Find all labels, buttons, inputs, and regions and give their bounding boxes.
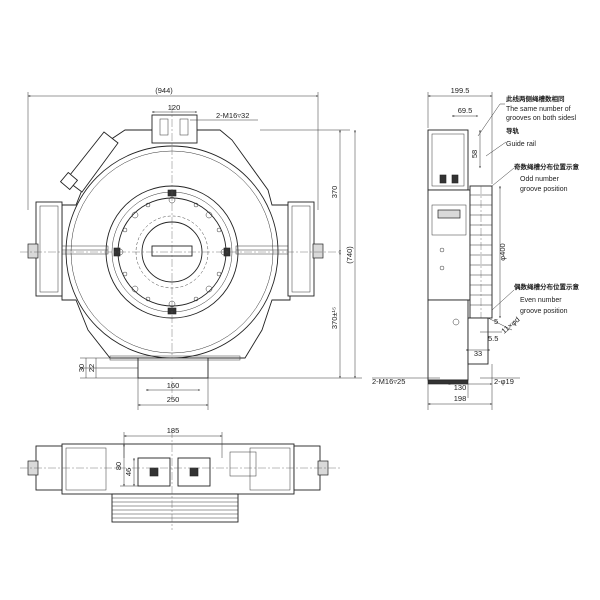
- dim-rope: 11×φd: [500, 315, 522, 336]
- dim-bolt-holes: 2-φ19: [494, 377, 514, 386]
- mount-foot: [137, 357, 209, 379]
- motor-housing: [61, 129, 291, 359]
- dim-sheave-dia: φ400: [498, 243, 507, 260]
- dim-top-width: 185: [167, 426, 180, 435]
- dim-depth-top: 199.5: [451, 86, 470, 95]
- dim-base-width: 250: [167, 395, 180, 404]
- bottom-sheave: [111, 493, 239, 523]
- dim-tapped-holes-side: 2-M16▿25: [372, 377, 405, 386]
- front-view: (944) 120 2-M16▿32 370 370±¹⁵ (740) 30 2…: [20, 86, 362, 410]
- brake-right: [235, 201, 324, 297]
- note-even-en-1: Even number: [520, 297, 562, 304]
- top-mount-block: [151, 114, 198, 144]
- brake-arm: [65, 131, 119, 193]
- bottom-view: 185 80 46: [20, 426, 340, 530]
- dim-33: 33: [474, 349, 482, 358]
- note-odd-en-2: groove position: [520, 186, 568, 193]
- dim-46: 46: [124, 468, 133, 476]
- dim-5: 5: [494, 317, 498, 326]
- dim-left-b: 22: [87, 364, 96, 372]
- note-same-grooves-cn: 此线两侧绳槽数相同: [506, 94, 565, 103]
- note-odd-cn: 奇数绳槽分布位置示意: [514, 162, 580, 171]
- note-same-grooves-en-2: grooves on both sidesl: [506, 115, 576, 122]
- dim-overall-depth: 198: [454, 394, 467, 403]
- note-odd-en-1: Odd number: [520, 176, 560, 183]
- dim-left-a: 30: [77, 364, 86, 372]
- side-view: 199.5 69.5 58 φ400 此线两侧绳槽数相同 The same nu…: [372, 86, 580, 410]
- note-even-en-2: groove position: [520, 308, 568, 315]
- dim-rail-offset: 69.5: [458, 106, 473, 115]
- dim-58: 58: [470, 150, 479, 158]
- note-guide-rail-cn: 导轨: [506, 126, 520, 135]
- side-base: [427, 299, 469, 381]
- note-guide-rail-en: Guide rail: [506, 141, 536, 148]
- dim-upper-height: 370: [330, 186, 339, 199]
- dim-overall-width: (944): [155, 86, 173, 95]
- dim-foot-width: 160: [167, 381, 180, 390]
- side-frame: [427, 189, 471, 301]
- dim-80: 80: [114, 462, 123, 470]
- dim-overall-height: (740): [345, 246, 354, 264]
- side-motor-block: [427, 129, 469, 191]
- note-same-grooves-en-1: The same number of: [506, 106, 571, 113]
- dim-5-5: 5.5: [488, 334, 498, 343]
- dim-base-depth: 130: [454, 383, 467, 392]
- dim-top-slot: 120: [168, 103, 181, 112]
- dim-tapped-holes-top: 2-M16▿32: [216, 111, 249, 120]
- brake-left: [27, 201, 109, 297]
- note-even-cn: 偶数绳槽分布位置示意: [514, 282, 580, 291]
- dim-lower-height: 370±¹⁵: [330, 307, 339, 329]
